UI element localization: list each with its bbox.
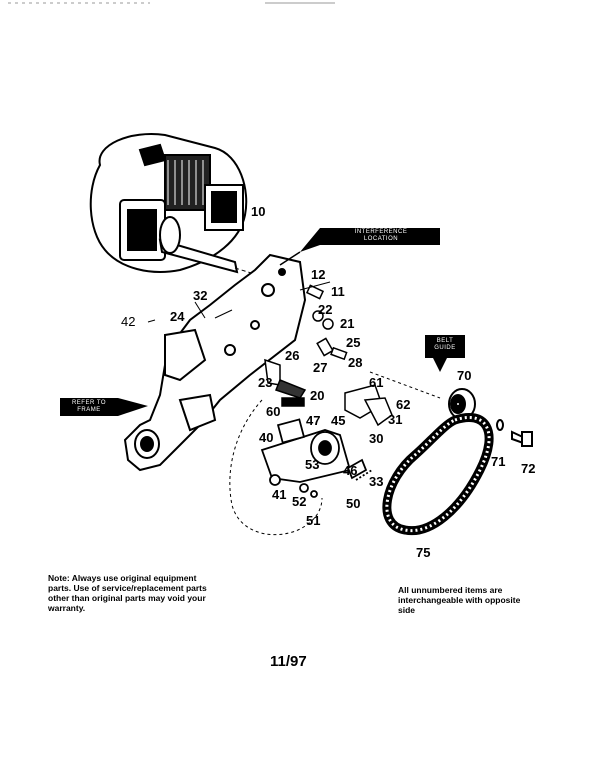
refer-to-frame-callout: REFER TO FRAME	[60, 400, 118, 414]
hardware	[264, 284, 393, 427]
note-original-parts: Note: Always use original equipment part…	[48, 573, 258, 613]
note-line: Note: Always use original equipment	[48, 573, 197, 583]
part-number-50: 50	[346, 496, 361, 511]
part-number-53: 53	[305, 457, 320, 472]
part-number-26: 26	[285, 348, 300, 363]
part-number-20: 20	[310, 388, 325, 403]
callout-line-1: REFER TO	[71, 400, 107, 406]
part-number-42: 42	[121, 314, 136, 329]
part-number-46: 46	[343, 463, 358, 478]
page-number: 11/97	[270, 653, 307, 670]
part-number-24: 24	[170, 309, 185, 324]
part-number-41: 41	[272, 487, 287, 502]
callout-line-2: GUIDE	[434, 345, 456, 351]
part-number-11: 11	[331, 284, 345, 299]
part-number-25: 25	[346, 335, 361, 350]
note-line: interchangeable with opposite	[398, 595, 521, 605]
note-line: other than original parts may void your	[48, 593, 206, 603]
part-number-40: 40	[259, 430, 274, 445]
note-line: All unnumbered items are	[398, 585, 503, 595]
part-number-10: 10	[251, 204, 266, 219]
callout-line-2: LOCATION	[363, 236, 399, 242]
part-number-27: 27	[313, 360, 328, 375]
note-line: warranty.	[48, 603, 86, 613]
note-interchangeable: All unnumbered items are interchangeable…	[398, 585, 568, 615]
engine	[89, 133, 248, 274]
interference-location-callout: INTERFERENCE LOCATION	[322, 229, 440, 243]
frame	[123, 253, 307, 472]
callout-line-1: BELT	[436, 338, 454, 344]
part-number-51: 51	[306, 513, 321, 528]
part-number-22: 22	[318, 302, 333, 317]
callout-line-1: INTERFERENCE	[354, 229, 408, 235]
part-number-75: 75	[416, 545, 431, 560]
belt-guide-callout: BELT GUIDE	[425, 338, 465, 352]
part-number-30: 30	[369, 431, 384, 446]
part-number-21: 21	[340, 316, 355, 331]
part-number-47: 47	[306, 413, 321, 428]
note-line: side	[398, 605, 416, 615]
part-number-31: 31	[388, 412, 403, 427]
part-number-28: 28	[348, 355, 363, 370]
idler-bracket	[260, 418, 373, 498]
part-number-32: 32	[193, 288, 208, 303]
part-number-70: 70	[457, 368, 472, 383]
part-number-12: 12	[311, 267, 326, 282]
part-number-45: 45	[331, 413, 346, 428]
belt	[382, 412, 494, 536]
callout-line-2: FRAME	[77, 407, 101, 413]
part-number-33: 33	[369, 474, 384, 489]
part-number-60: 60	[266, 404, 281, 419]
part-number-23: 23	[258, 375, 273, 390]
part-number-52: 52	[292, 494, 307, 509]
callout-boxes	[60, 228, 465, 416]
note-line: parts. Use of service/replacement parts	[48, 583, 207, 593]
part-number-62: 62	[396, 397, 411, 412]
part-number-72: 72	[521, 461, 536, 476]
leader-lines	[147, 281, 441, 399]
spring-path	[229, 399, 323, 536]
part-number-71: 71	[491, 454, 506, 469]
part-number-61: 61	[369, 375, 384, 390]
